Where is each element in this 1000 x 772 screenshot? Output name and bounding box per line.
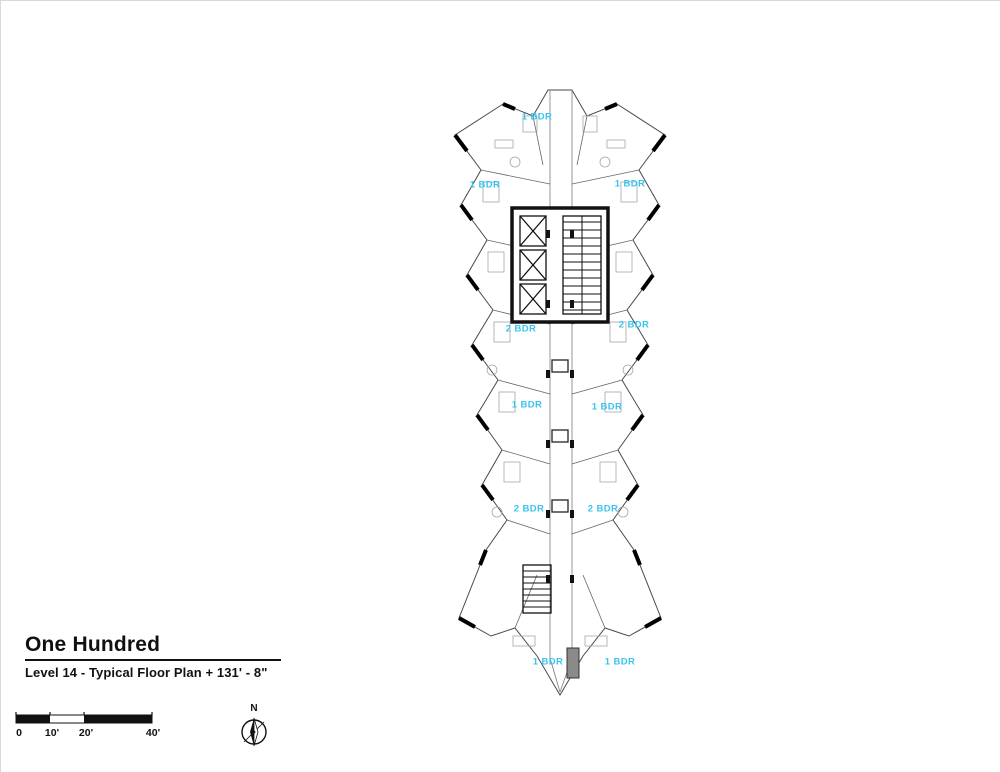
scale-bar-graphic <box>15 712 153 724</box>
title-divider <box>25 659 281 662</box>
stair <box>562 215 602 315</box>
scale-bar: 0 10' 20' 40' <box>15 712 175 746</box>
compass-icon <box>241 717 267 747</box>
floor-plan-drawing <box>453 89 667 696</box>
bottom-shaft <box>566 647 580 679</box>
scale-label-40: 40' <box>145 727 161 739</box>
scale-label-0: 0 <box>16 727 22 739</box>
furniture <box>482 115 638 647</box>
scale-label-20: 20' <box>78 727 94 739</box>
core <box>510 206 610 324</box>
elevator-shafts <box>519 215 547 315</box>
project-name: One Hundred <box>25 633 161 656</box>
north-compass: N <box>236 703 272 761</box>
service-pods <box>551 359 569 513</box>
north-label: N <box>250 703 258 714</box>
balcony-marks <box>453 102 667 629</box>
building-outline <box>454 89 666 696</box>
scale-label-10: 10' <box>44 727 60 739</box>
title-block: One Hundred Level 14 - Typical Floor Pla… <box>25 633 281 680</box>
corridor-walls <box>546 230 574 583</box>
sheet-title: Level 14 - Typical Floor Plan + 131' - 8… <box>25 665 268 681</box>
